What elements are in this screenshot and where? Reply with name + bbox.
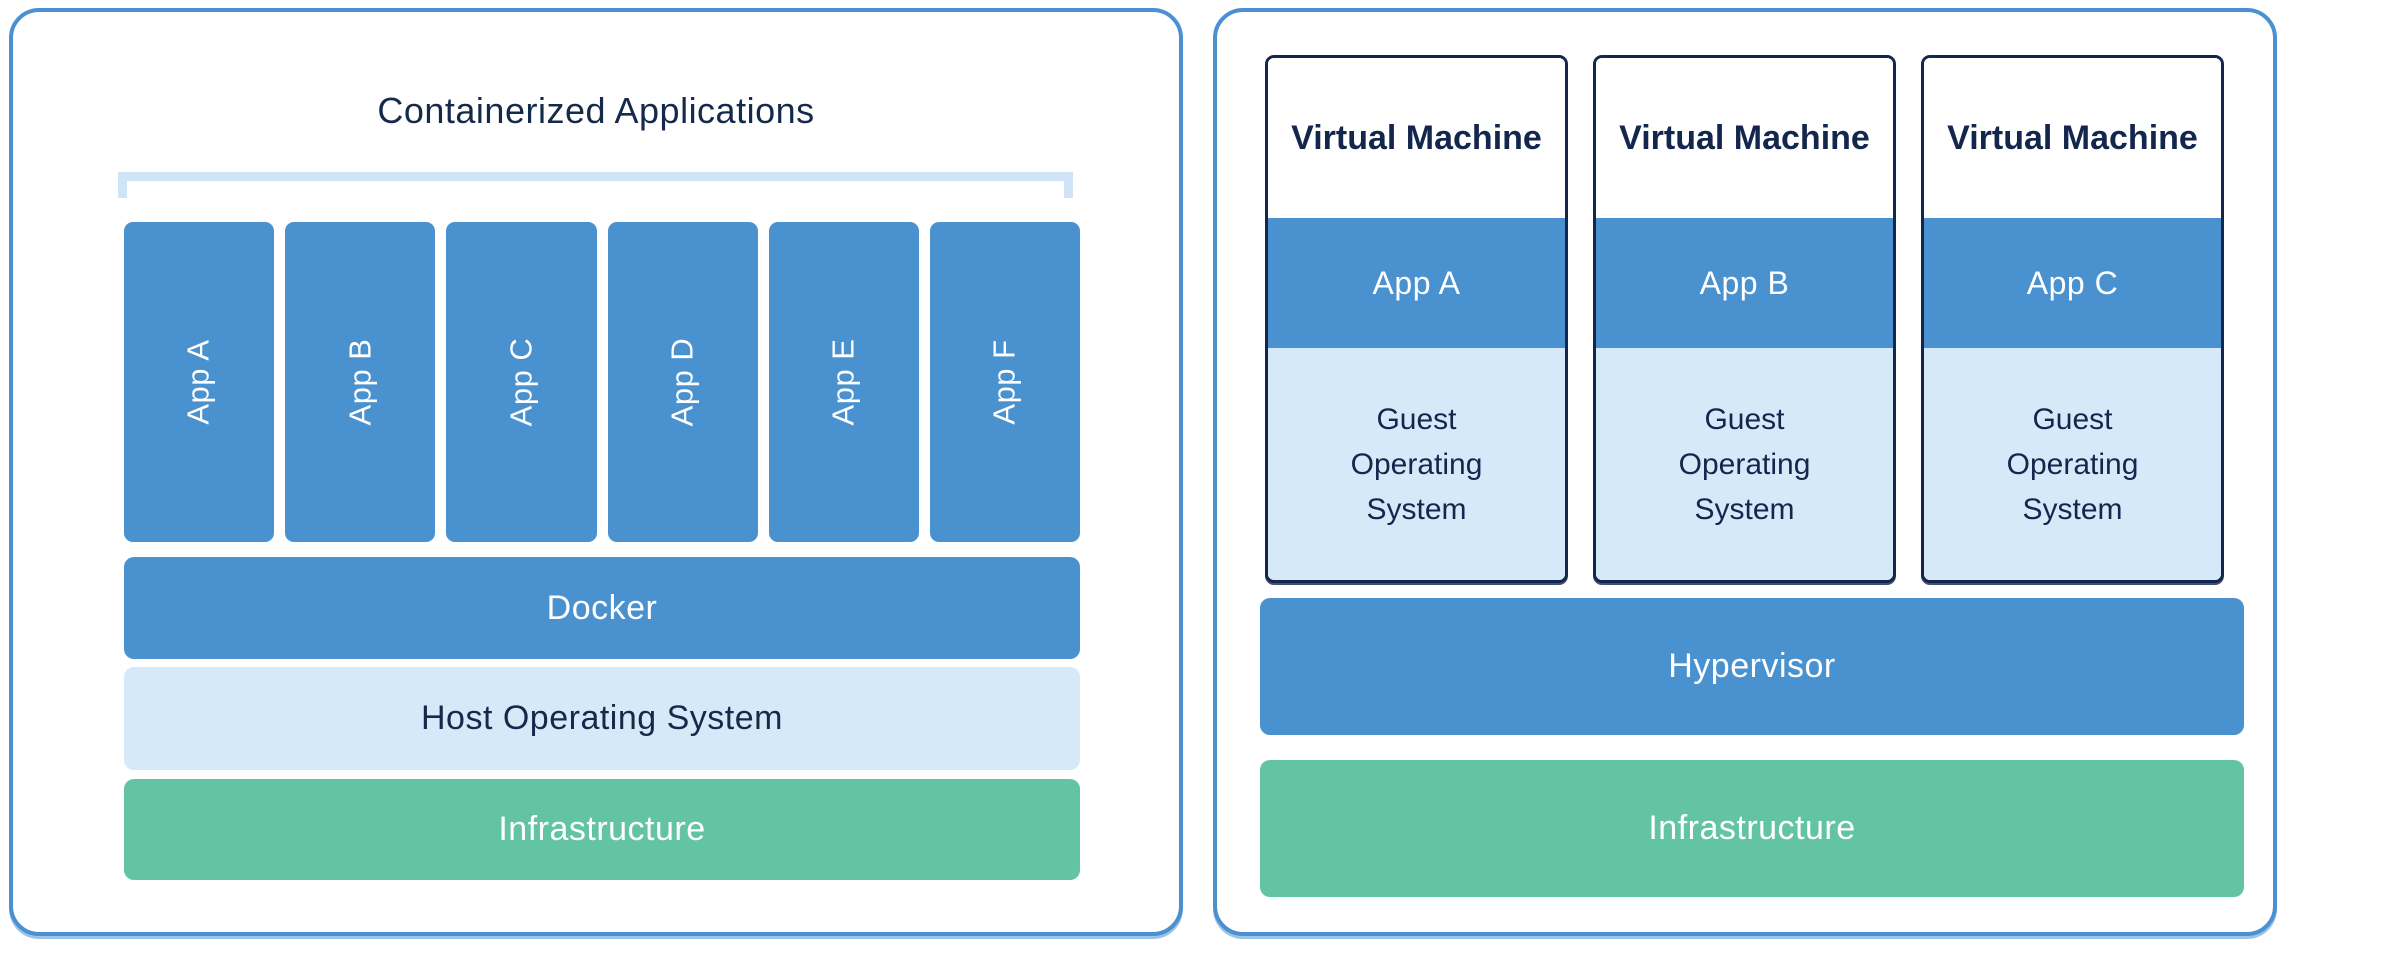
container-apps-row: App A App B App C App D App E App F xyxy=(124,222,1081,542)
infrastructure-layer-right: Infrastructure xyxy=(1260,760,2244,897)
infrastructure-layer-left: Infrastructure xyxy=(124,779,1080,880)
virtual-machine-box-2: Virtual Machine App B Guest Operating Sy… xyxy=(1593,55,1896,583)
vm-3-guest-os-label: Guest Operating System xyxy=(2006,402,2139,526)
container-app-a-label: App A xyxy=(181,339,217,425)
containerized-applications-title: Containerized Applications xyxy=(377,90,815,131)
vm-2-guest-os-label: Guest Operating System xyxy=(1678,402,1811,526)
virtual-machine-3-title: Virtual Machine xyxy=(1924,58,2221,218)
vm-1-guest-os-block: Guest Operating System xyxy=(1268,348,1565,580)
virtual-machine-1-title: Virtual Machine xyxy=(1268,58,1565,218)
container-app-b-label: App B xyxy=(342,338,378,426)
infrastructure-label-right: Infrastructure xyxy=(1648,809,1856,847)
container-app-f-label: App F xyxy=(986,339,1022,425)
virtual-machine-box-1: Virtual Machine App A Guest Operating Sy… xyxy=(1265,55,1568,583)
vm-1-app-label: App A xyxy=(1372,264,1461,301)
vm-3-app-label: App C xyxy=(2026,264,2119,301)
host-operating-system-layer: Host Operating System xyxy=(124,667,1080,770)
virtual-machines-panel: Virtual Machine App A Guest Operating Sy… xyxy=(1213,8,2277,936)
docker-layer: Docker xyxy=(124,557,1080,659)
vm-2-guest-os-block: Guest Operating System xyxy=(1596,348,1893,580)
hypervisor-layer: Hypervisor xyxy=(1260,598,2244,735)
vm-3-app-block: App C xyxy=(1924,218,2221,348)
virtual-machine-box-3: Virtual Machine App C Guest Operating Sy… xyxy=(1921,55,2224,583)
docker-label: Docker xyxy=(546,588,658,627)
hypervisor-label: Hypervisor xyxy=(1668,647,1836,685)
container-app-f-block: App F xyxy=(929,222,1081,542)
vm-1-app-block: App A xyxy=(1268,218,1565,348)
vm-3-guest-os-block: Guest Operating System xyxy=(1924,348,2221,580)
host-operating-system-label: Host Operating System xyxy=(421,699,783,737)
container-app-e-label: App E xyxy=(825,338,861,426)
container-app-c-label: App C xyxy=(503,337,539,427)
container-app-b-block: App B xyxy=(285,222,436,542)
containerized-applications-panel: Containerized Applications App A App B A… xyxy=(9,8,1183,936)
vm-2-app-label: App B xyxy=(1699,264,1790,301)
virtual-machine-2-title: Virtual Machine xyxy=(1596,58,1893,218)
apps-group-bracket xyxy=(118,172,1073,198)
container-app-d-block: App D xyxy=(607,222,758,542)
container-app-c-block: App C xyxy=(446,222,597,542)
container-app-e-block: App E xyxy=(768,222,919,542)
container-app-a-block: App A xyxy=(124,222,275,542)
vm-2-app-block: App B xyxy=(1596,218,1893,348)
vm-1-guest-os-label: Guest Operating System xyxy=(1350,402,1483,526)
infrastructure-label-left: Infrastructure xyxy=(498,810,706,848)
container-app-d-label: App D xyxy=(664,337,700,427)
